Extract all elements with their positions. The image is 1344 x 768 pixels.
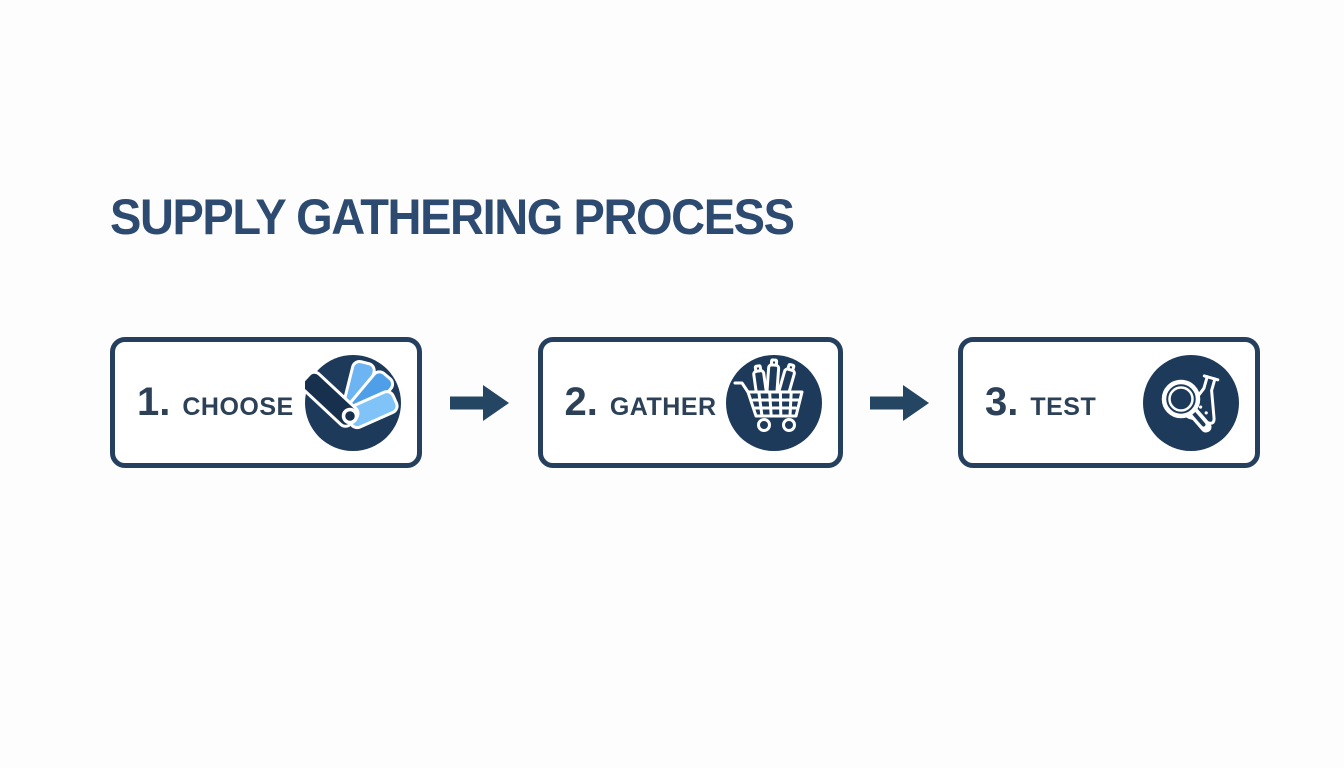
shopping-cart-icon bbox=[725, 354, 822, 451]
step-label: CHOOSE bbox=[182, 393, 294, 421]
page-title: SUPPLY GATHERING PROCESS bbox=[110, 189, 795, 245]
step-box-gather: 2. GATHER bbox=[537, 337, 843, 468]
step-number: 3. bbox=[985, 380, 1019, 424]
step-text: 2. GATHER bbox=[565, 380, 717, 425]
step-box-choose: 1. CHOOSE bbox=[110, 337, 422, 468]
step-label: TEST bbox=[1030, 393, 1097, 421]
arrow-right-icon bbox=[843, 381, 959, 425]
process-steps-row: 1. CHOOSE bbox=[110, 337, 1260, 468]
step-number: 1. bbox=[137, 380, 171, 424]
color-swatches-icon bbox=[305, 354, 401, 451]
step-number: 2. bbox=[564, 380, 598, 424]
step-text: 1. CHOOSE bbox=[137, 380, 294, 425]
step-text: 3. TEST bbox=[985, 380, 1096, 425]
step-label: GATHER bbox=[609, 393, 717, 421]
step-box-test: 3. TEST bbox=[958, 337, 1260, 468]
arrow-right-icon bbox=[422, 381, 538, 425]
magnifier-flask-icon bbox=[1143, 354, 1239, 451]
